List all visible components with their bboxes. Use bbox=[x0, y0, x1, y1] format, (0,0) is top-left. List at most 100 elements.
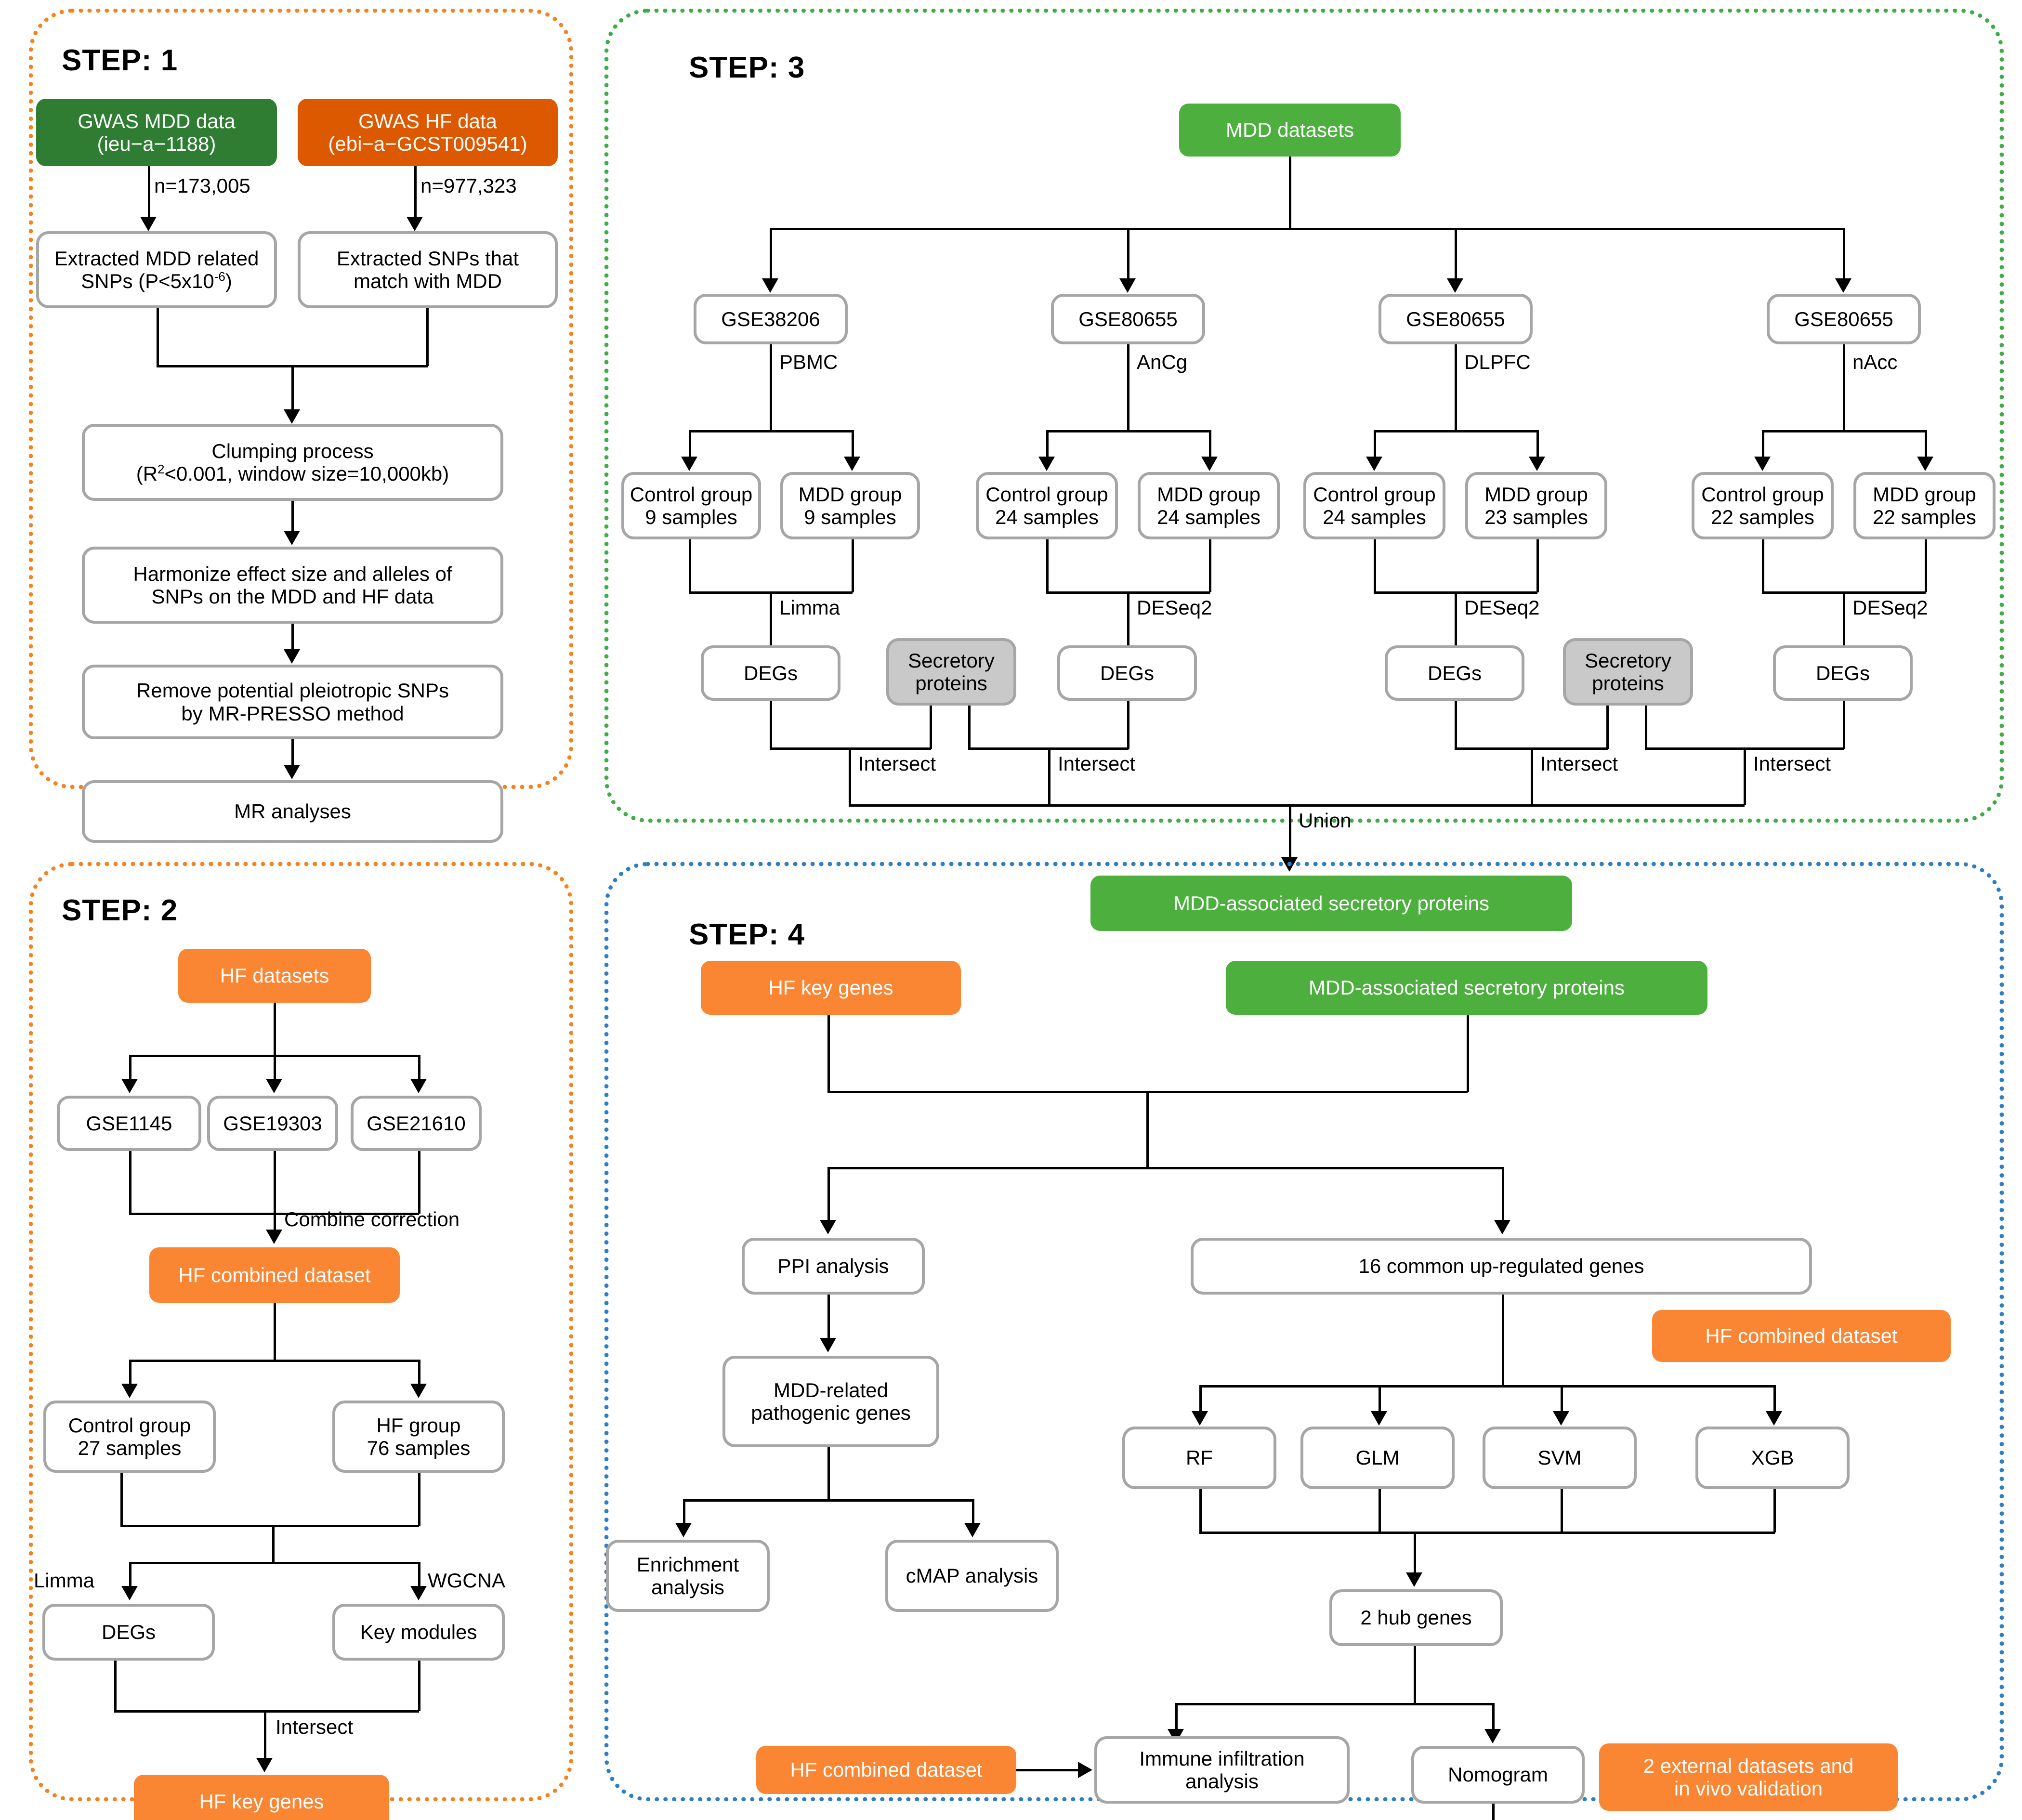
arrowhead-branch2 bbox=[1119, 278, 1136, 293]
edge-svm-down bbox=[1561, 1385, 1563, 1414]
node-branch4-degs[interactable]: DEGs bbox=[1773, 645, 1913, 701]
edge-branch2-split bbox=[1046, 430, 1210, 432]
secretory-left-line2: proteins bbox=[915, 672, 987, 694]
edge-label-branch3-method: DESeq2 bbox=[1464, 596, 1540, 619]
node-rf[interactable]: RF bbox=[1122, 1427, 1276, 1489]
arrowhead-step2-degs bbox=[121, 1586, 138, 1600]
node-mr-analyses[interactable]: MR analyses bbox=[82, 780, 503, 843]
node-step2-hf-group[interactable]: HF group 76 samples bbox=[332, 1401, 505, 1473]
node-mdd-secretory-step4[interactable]: MDD-associated secretory proteins bbox=[1226, 961, 1707, 1015]
edge-gse21610-join bbox=[418, 1151, 420, 1214]
arrowhead-branch2-ctrl bbox=[1038, 457, 1055, 471]
node-gwas-mdd-data[interactable]: GWAS MDD data (ieu−a−1188) bbox=[36, 99, 277, 166]
node-hf-key-genes-step4[interactable]: HF key genes bbox=[701, 961, 961, 1015]
node-mdd-datasets[interactable]: MDD datasets bbox=[1179, 104, 1401, 157]
edge-rf-join bbox=[1199, 1489, 1202, 1532]
enrichment-line2: analysis bbox=[651, 1576, 724, 1598]
node-ppi-analysis[interactable]: PPI analysis bbox=[742, 1238, 925, 1295]
edge-label-intersect1: Intersect bbox=[858, 752, 936, 775]
node-branch3-control-group[interactable]: Control group 24 samples bbox=[1303, 472, 1445, 539]
node-mdd-associated-secretory-proteins-step3[interactable]: MDD-associated secretory proteins bbox=[1090, 876, 1572, 931]
edge-ml-bus bbox=[1199, 1385, 1775, 1388]
branch4-mdd-samples: 22 samples bbox=[1873, 506, 1976, 528]
node-hf-datasets[interactable]: HF datasets bbox=[178, 949, 371, 1003]
node-step2-degs[interactable]: DEGs bbox=[42, 1604, 215, 1661]
node-clumping-process[interactable]: Clumping process (R2<0.001, window size=… bbox=[82, 424, 503, 501]
node-hf-combined-dataset-ml[interactable]: HF combined dataset bbox=[1652, 1310, 1951, 1362]
node-branch1-dataset[interactable]: GSE38206 bbox=[694, 294, 848, 344]
node-nomogram[interactable]: Nomogram bbox=[1411, 1746, 1585, 1804]
branch2-mdd-label: MDD group bbox=[1157, 483, 1260, 506]
node-branch1-mdd-group[interactable]: MDD group 9 samples bbox=[780, 472, 920, 539]
node-branch4-control-group[interactable]: Control group 22 samples bbox=[1692, 472, 1834, 539]
edge-branch3-ctrl-down bbox=[1374, 539, 1376, 592]
node-immune-infiltration-analysis[interactable]: Immune infiltration analysis bbox=[1094, 1736, 1350, 1804]
arrowhead-glm bbox=[1371, 1411, 1387, 1426]
node-branch1-degs[interactable]: DEGs bbox=[701, 645, 840, 701]
node-branch2-control-group[interactable]: Control group 24 samples bbox=[976, 472, 1118, 539]
edge-branch4-mdd-down bbox=[1925, 539, 1927, 592]
edge-ml-join-bar bbox=[1199, 1532, 1775, 1534]
edge-branch3-mdd-down bbox=[1536, 539, 1539, 592]
node-2-external-datasets-validation[interactable]: 2 external datasets and in vivo validati… bbox=[1599, 1743, 1898, 1811]
edge-label-branch1-method: Limma bbox=[779, 596, 840, 619]
edge-nomogram-down bbox=[1492, 1804, 1495, 1820]
node-gse1145[interactable]: GSE1145 bbox=[57, 1096, 201, 1151]
node-16-common-up-regulated-genes[interactable]: 16 common up-regulated genes bbox=[1191, 1238, 1812, 1295]
edge-step2-intersect-stem bbox=[264, 1710, 266, 1761]
edge-commongenes-down bbox=[1502, 1295, 1504, 1386]
gwas-mdd-line2: (ieu−a−1188) bbox=[97, 132, 216, 155]
branch3-mdd-samples: 23 samples bbox=[1484, 506, 1588, 528]
node-branch3-mdd-group[interactable]: MDD group 23 samples bbox=[1465, 472, 1607, 539]
edge-label-step2-intersect: Intersect bbox=[276, 1715, 354, 1738]
arrowhead-branch3-ctrl bbox=[1366, 457, 1382, 471]
node-gwas-hf-data[interactable]: GWAS HF data (ebi−a−GCST009541) bbox=[298, 99, 558, 166]
edge-label-branch1-tissue: PBMC bbox=[779, 351, 838, 373]
node-step2-key-modules[interactable]: Key modules bbox=[332, 1604, 505, 1661]
edge-extractmdd-down bbox=[157, 308, 159, 366]
arrowhead-hf-combined bbox=[266, 1230, 282, 1244]
node-secretory-proteins-left[interactable]: Secretory proteins bbox=[886, 638, 1016, 706]
edge-clumping-to-harmonize bbox=[291, 501, 294, 535]
edge-branch3-mdd bbox=[1536, 430, 1539, 459]
node-remove-pleiotropic[interactable]: Remove potential pleiotropic SNPs by MR-… bbox=[82, 665, 503, 739]
node-enrichment-analysis[interactable]: Enrichment analysis bbox=[606, 1540, 770, 1612]
node-branch4-dataset[interactable]: GSE80655 bbox=[1767, 294, 1921, 344]
node-mdd-related-pathogenic-genes[interactable]: MDD-related pathogenic genes bbox=[722, 1356, 939, 1447]
step3-panel bbox=[604, 9, 2004, 823]
node-step2-control-group[interactable]: Control group 27 samples bbox=[43, 1401, 216, 1473]
node-cmap-analysis[interactable]: cMAP analysis bbox=[885, 1540, 1059, 1612]
node-svm[interactable]: SVM bbox=[1483, 1427, 1637, 1489]
node-gse19303[interactable]: GSE19303 bbox=[207, 1096, 338, 1151]
edge-branch1-mdd bbox=[852, 430, 854, 459]
node-glm[interactable]: GLM bbox=[1300, 1427, 1455, 1489]
node-2-hub-genes[interactable]: 2 hub genes bbox=[1329, 1589, 1503, 1646]
edge-pathogenic-bus bbox=[683, 1499, 972, 1502]
node-branch2-dataset[interactable]: GSE80655 bbox=[1051, 294, 1205, 344]
node-branch3-degs[interactable]: DEGs bbox=[1385, 645, 1524, 701]
node-secretory-proteins-right[interactable]: Secretory proteins bbox=[1563, 638, 1693, 706]
node-hf-combined-dataset-immune[interactable]: HF combined dataset bbox=[756, 1746, 1016, 1794]
node-branch3-dataset[interactable]: GSE80655 bbox=[1379, 294, 1533, 344]
node-xgb[interactable]: XGB bbox=[1695, 1427, 1850, 1489]
edge-merge-to-clumping bbox=[291, 365, 294, 412]
edge-step4-split-bar bbox=[827, 1167, 1502, 1169]
edge-branch2-down bbox=[1127, 228, 1129, 281]
node-harmonize[interactable]: Harmonize effect size and alleles of SNP… bbox=[82, 547, 503, 624]
arrowhead-nomogram bbox=[1484, 1729, 1501, 1743]
node-gse21610[interactable]: GSE21610 bbox=[351, 1096, 482, 1151]
secretory-right-line1: Secretory bbox=[1585, 649, 1671, 672]
edge-xgb-join bbox=[1773, 1489, 1776, 1532]
external-line2: in vivo validation bbox=[1674, 1777, 1823, 1800]
node-branch2-degs[interactable]: DEGs bbox=[1057, 645, 1197, 701]
node-extracted-mdd-snps[interactable]: Extracted MDD related SNPs (P<5x10-6) bbox=[36, 231, 277, 308]
node-branch4-mdd-group[interactable]: MDD group 22 samples bbox=[1853, 472, 1996, 539]
node-branch1-control-group[interactable]: Control group 9 samples bbox=[621, 472, 761, 539]
node-hf-key-genes-step2[interactable]: HF key genes bbox=[134, 1775, 389, 1820]
edge-gse1145-down bbox=[129, 1055, 131, 1081]
edge-step2-ctrl-down2 bbox=[120, 1473, 123, 1526]
node-branch2-mdd-group[interactable]: MDD group 24 samples bbox=[1138, 472, 1280, 539]
node-extracted-hf-snps[interactable]: Extracted SNPs that match with MDD bbox=[298, 231, 558, 308]
node-hf-combined-dataset[interactable]: HF combined dataset bbox=[149, 1247, 400, 1303]
